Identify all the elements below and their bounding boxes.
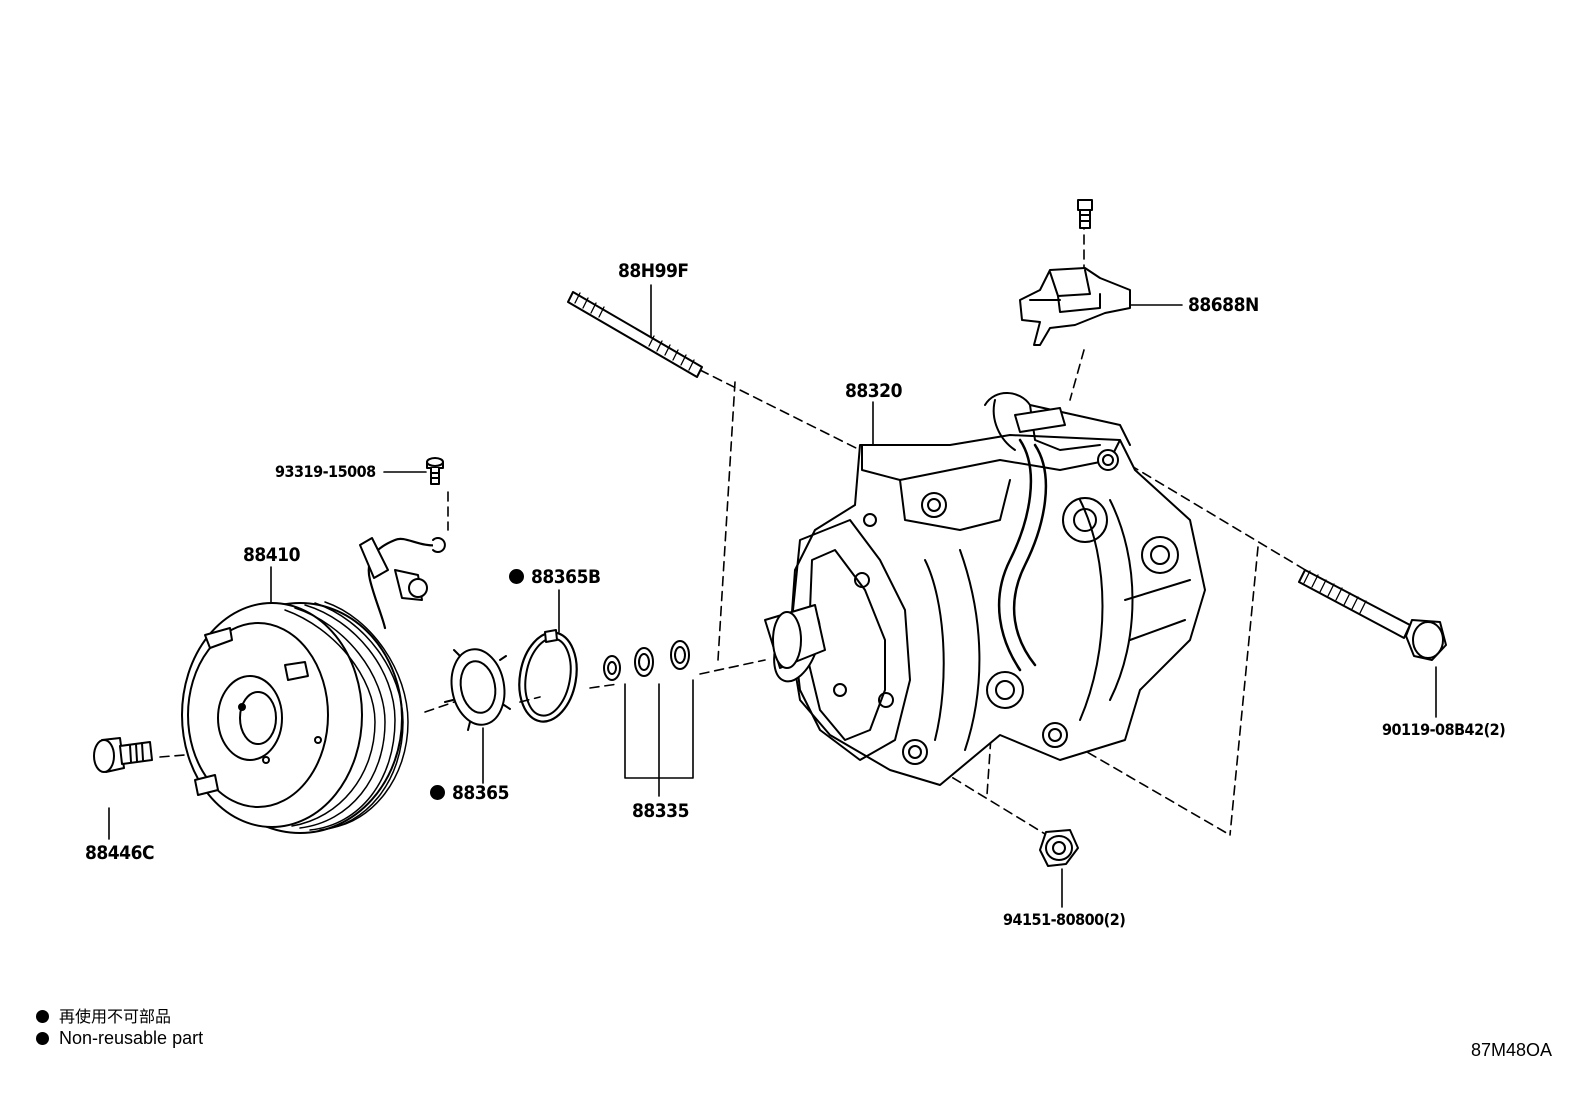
stud-88h99f [567, 291, 703, 378]
bolt-88446c [93, 737, 153, 773]
non-reusable-marker [509, 569, 524, 584]
snap-ring-88365 [444, 648, 511, 731]
legend-english-text: Non-reusable part [59, 1028, 204, 1048]
legend-japanese-text: 再使用不可部品 [59, 1007, 172, 1026]
label-88335: 88335 [632, 800, 689, 822]
bracket-88688n [1019, 199, 1131, 346]
leader-lines [108, 284, 1437, 908]
assembly-lines [159, 219, 1323, 841]
bolt-90119 [1298, 569, 1447, 661]
label-88365: 88365 [430, 782, 509, 804]
legend-japanese: 再使用不可部品 [36, 1003, 171, 1027]
label-88446c: 88446C [85, 842, 155, 864]
non-reusable-marker [430, 785, 445, 800]
shims-88335 [603, 640, 690, 681]
screw-93319-15008 [426, 457, 444, 485]
legend-dot-icon [36, 1032, 49, 1045]
label-88h99f: 88H99F [618, 260, 689, 282]
snap-ring-88365b [518, 629, 578, 723]
label-88365b: 88365B [509, 566, 601, 588]
label-94151-80800: 94151-80800(2) [1003, 910, 1126, 929]
legend-dot-icon [36, 1010, 49, 1023]
legend-english: Non-reusable part [36, 1028, 203, 1049]
pulley-88410 [181, 537, 446, 834]
label-88410: 88410 [243, 544, 300, 566]
label-88688n: 88688N [1188, 294, 1259, 316]
diagram-code: 87M48OA [1470, 1040, 1552, 1060]
nut-94151 [1039, 829, 1079, 867]
compressor-88320 [764, 392, 1206, 786]
label-88365b-text: 88365B [531, 566, 601, 588]
label-93319-15008: 93319-15008 [275, 462, 376, 481]
label-88320: 88320 [845, 380, 902, 402]
label-90119-08b42: 90119-08B42(2) [1382, 720, 1506, 739]
label-88365-text: 88365 [452, 782, 509, 804]
